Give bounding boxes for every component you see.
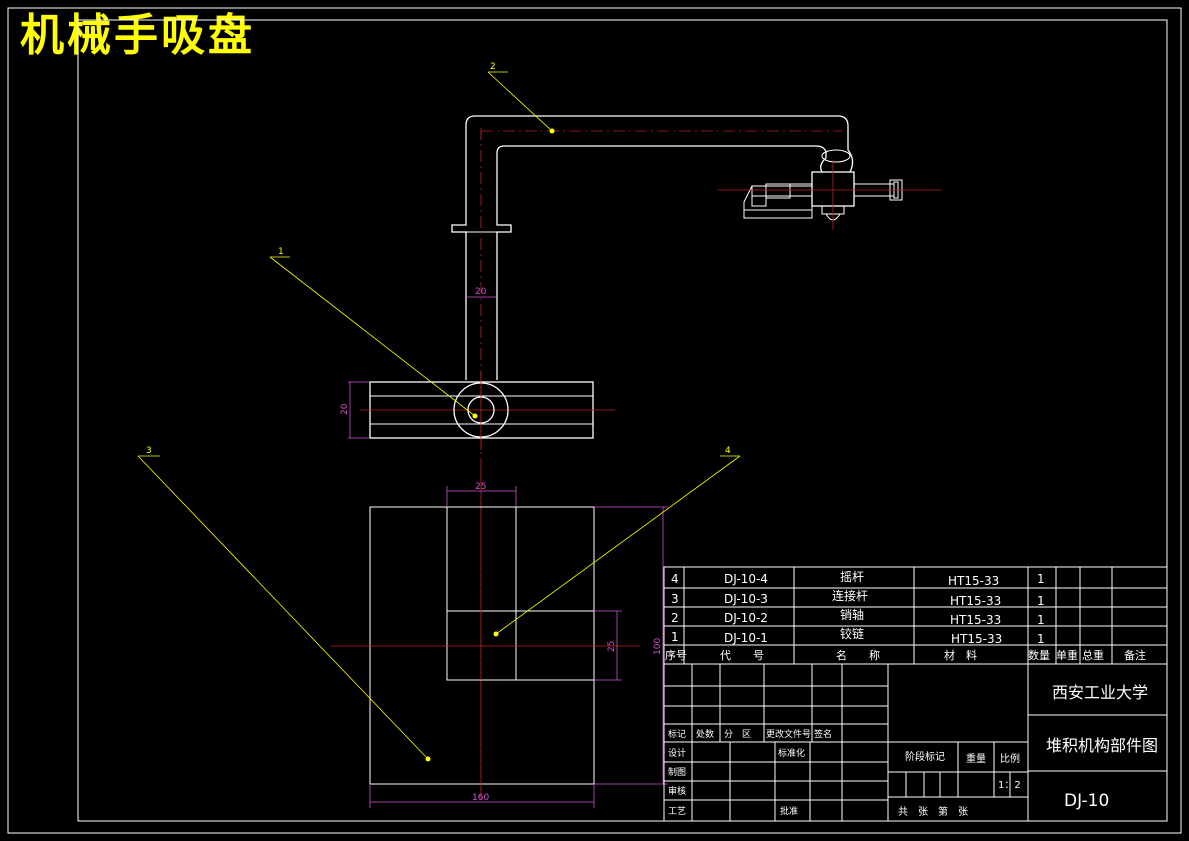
part-no: 3: [671, 592, 679, 606]
sheets-label: 共 张 第 张: [898, 805, 968, 818]
part-name: 销轴: [840, 607, 864, 622]
drafter-label: 制图: [668, 766, 686, 778]
weight-label: 重量: [966, 752, 986, 765]
balloon-1: 1: [278, 247, 284, 257]
part-no: 2: [671, 611, 679, 625]
process-label: 工艺: [668, 806, 686, 817]
part-material: HT15-33: [951, 632, 1002, 646]
dim-plate-height: 100: [653, 638, 663, 655]
scale-label: 比例: [1000, 752, 1020, 765]
part-name: 摇杆: [840, 570, 864, 584]
dim-block-width: 25: [475, 482, 486, 492]
part-code: DJ-10-4: [724, 572, 768, 586]
dim-block-height: 25: [607, 641, 617, 652]
hinge-base: [360, 372, 615, 450]
inner-frame: [77, 19, 1168, 822]
part-no: 4: [671, 572, 679, 586]
title-block: 标记 处数 分 区 更改文件号 签名 设计 标准化 制图 审核 工艺 批准 阶段…: [663, 663, 1168, 822]
part-code: DJ-10-1: [724, 631, 768, 645]
rev-count-label: 处数: [696, 728, 714, 740]
arm-assembly: [451, 115, 942, 800]
drawing-number: DJ-10: [1064, 791, 1109, 811]
drawing-name: 堆积机构部件图: [1046, 736, 1158, 755]
part-qty: 1: [1037, 572, 1045, 586]
balloon-3: 3: [146, 446, 152, 456]
parts-row-1: 4 DJ-10-4 摇杆 HT15-33 1: [671, 570, 1045, 588]
part-qty: 1: [1037, 613, 1045, 627]
rev-zone-label: 分 区: [724, 729, 751, 740]
dim-shaft-width: 20: [475, 287, 487, 297]
dim-base-height: 20: [340, 403, 350, 415]
school-name: 西安工业大学: [1052, 683, 1148, 702]
header-qty: 数量: [1028, 649, 1050, 662]
parts-header: 序号 代 号 名 称 材 料 数量 单重 总重 备注: [665, 648, 1146, 662]
parts-row-2: 3 DJ-10-3 连接杆 HT15-33 1: [671, 588, 1045, 608]
header-unit-weight: 单重: [1056, 648, 1078, 662]
drawing-title: 机械手吸盘: [20, 10, 255, 61]
header-code: 代 号: [720, 649, 764, 662]
header-remarks: 备注: [1124, 648, 1146, 662]
header-material: 材 料: [944, 648, 977, 662]
parts-row-3: 2 DJ-10-2 销轴 HT15-33 1: [671, 607, 1045, 627]
part-code: DJ-10-3: [724, 592, 768, 606]
outer-frame: [7, 7, 1182, 834]
approve-label: 批准: [780, 805, 798, 817]
part-no: 1: [671, 630, 679, 644]
dim-plate-width: 160: [472, 793, 489, 803]
scale-value: 1：2: [998, 780, 1021, 791]
balloon-4: 4: [725, 446, 731, 456]
parts-list: 4 DJ-10-4 摇杆 HT15-33 1 3 DJ-10-3 连接杆 HT1…: [663, 566, 1168, 665]
header-total-weight: 总重: [1082, 648, 1104, 662]
part-name: 连接杆: [832, 588, 868, 603]
part-qty: 1: [1037, 594, 1045, 608]
header-name: 名 称: [836, 648, 880, 662]
designer-label: 设计: [668, 747, 686, 759]
standardize-label: 标准化: [778, 747, 805, 759]
header-no: 序号: [665, 648, 687, 662]
part-material: HT15-33: [948, 574, 999, 588]
part-code: DJ-10-2: [724, 611, 768, 625]
stage-mark-label: 阶段标记: [905, 750, 945, 763]
part-material: HT15-33: [950, 613, 1001, 627]
base-plate: [330, 470, 640, 800]
dimensions: 20 20 25 25 100 160: [340, 287, 668, 808]
part-material: HT15-33: [950, 594, 1001, 608]
balloon-2: 2: [490, 62, 496, 72]
rev-doc-label: 更改文件号: [766, 728, 811, 740]
leaders: 1 2 3 4: [137, 62, 741, 762]
rev-sign-label: 签名: [814, 728, 832, 740]
parts-row-4: 1 DJ-10-1 铰链 HT15-33 1: [671, 626, 1045, 646]
part-qty: 1: [1037, 632, 1045, 646]
checker-label: 审核: [668, 785, 686, 797]
rev-mark-label: 标记: [668, 728, 686, 740]
part-name: 铰链: [840, 626, 864, 641]
